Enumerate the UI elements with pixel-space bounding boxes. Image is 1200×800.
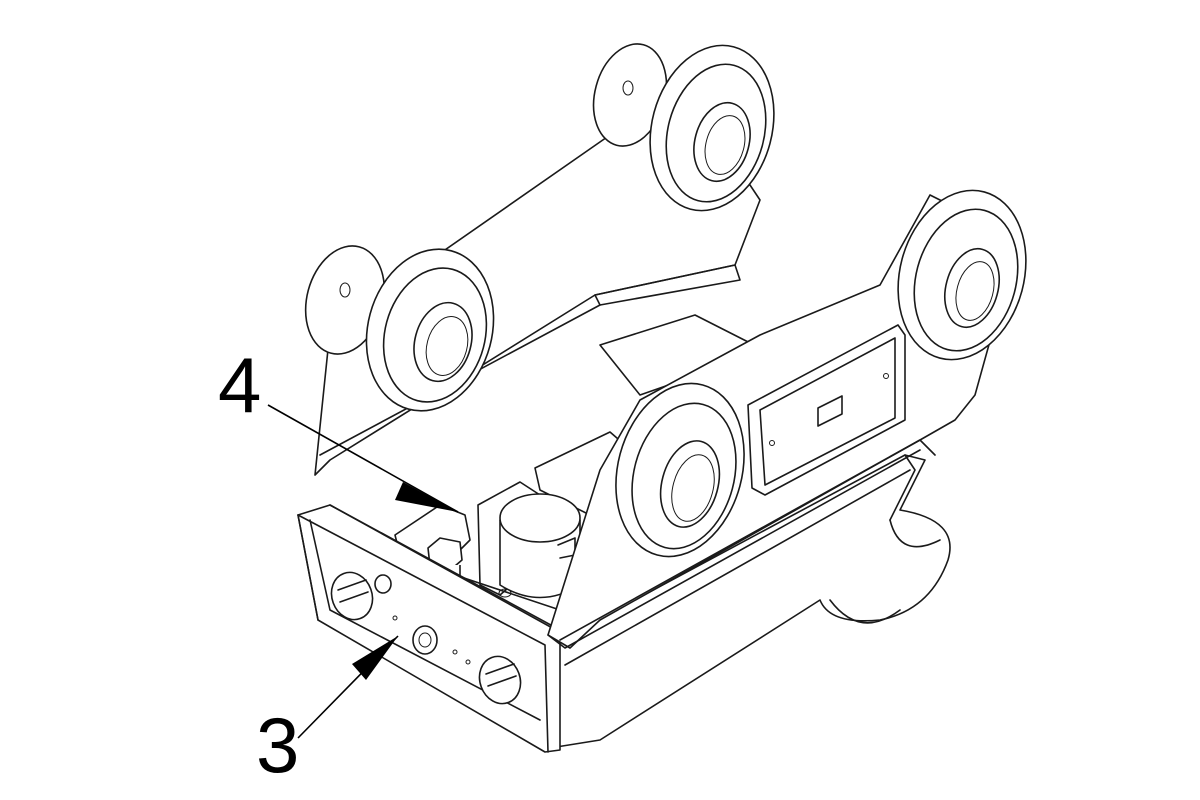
callout-4-leader: [267, 404, 459, 513]
callout-4: 4: [218, 341, 459, 513]
pin-boss-upper-left: [304, 245, 495, 412]
locking-bolt-right: [478, 655, 522, 705]
locking-bolt-left: [330, 571, 374, 621]
center-plug: [412, 625, 438, 655]
front-port: [374, 574, 392, 594]
callout-3-arrowhead: [352, 636, 398, 680]
callout-3: 3: [256, 635, 399, 789]
lower-hook-body: [549, 454, 951, 749]
pin-boss-upper-right: [592, 43, 775, 212]
nameplate: [747, 324, 906, 496]
pin-boss-lower-right: [615, 382, 745, 558]
hydraulic-cylinder: [499, 493, 581, 599]
pin-boss-far-right: [897, 189, 1027, 361]
callout-3-label: 3: [256, 701, 299, 789]
callout-4-arrowhead: [395, 482, 458, 512]
callout-4-label: 4: [218, 341, 261, 429]
front-end-plate: [297, 504, 566, 753]
